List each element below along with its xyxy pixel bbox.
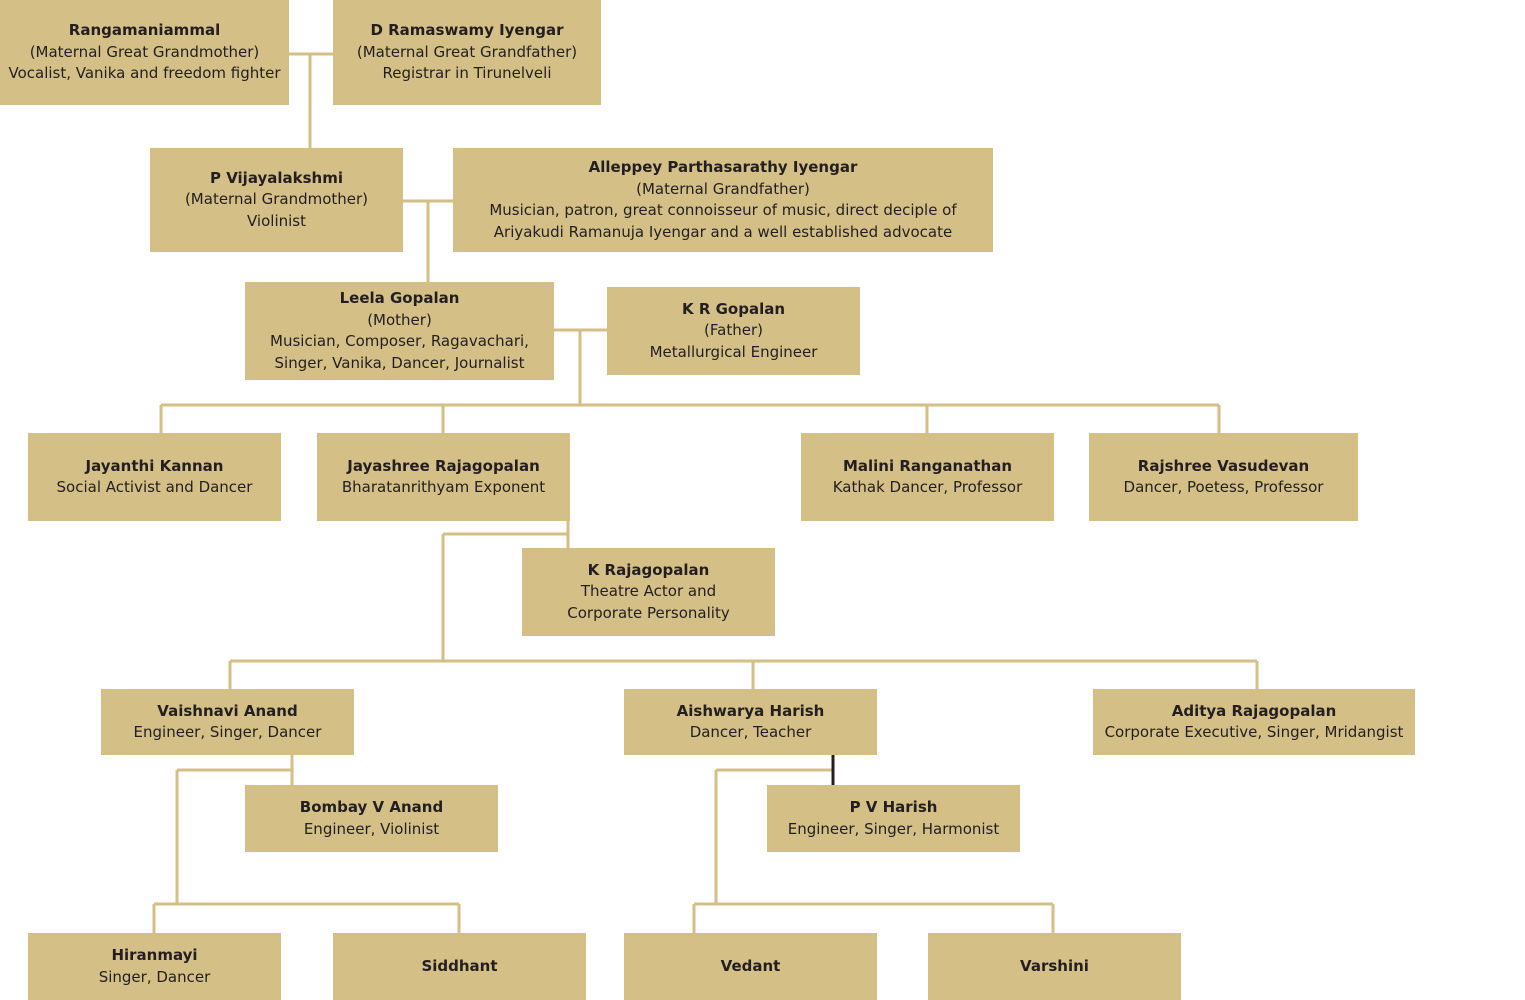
person-detail: Engineer, Singer, Harmonist xyxy=(787,819,1000,838)
person-pv-harish: P V Harish Engineer, Singer, Harmonist xyxy=(767,785,1020,852)
person-name: D Ramaswamy Iyengar xyxy=(370,21,564,40)
person-detail: Dancer, Poetess, Professor xyxy=(1123,478,1324,496)
person-detail: (Maternal Great Grandfather) xyxy=(356,42,578,61)
person-name: Varshini xyxy=(1020,956,1089,975)
person-jayashree-rajagopalan: Jayashree Rajagopalan Bharatanrithyam Ex… xyxy=(317,433,570,521)
person-name: K Rajagopalan xyxy=(587,560,710,579)
person-name: Aditya Rajagopalan xyxy=(1171,701,1337,720)
person-name: Leela Gopalan xyxy=(339,289,460,307)
person-malini-ranganathan: Malini Ranganathan Kathak Dancer, Profes… xyxy=(801,433,1054,521)
person-vaishnavi-anand: Vaishnavi Anand Engineer, Singer, Dancer xyxy=(101,689,354,755)
person-name: Rangamaniammal xyxy=(68,21,221,40)
person-bombay-v-anand: Bombay V Anand Engineer, Violinist xyxy=(245,785,498,852)
person-detail: Singer, Dancer xyxy=(98,967,211,986)
person-name: Aishwarya Harish xyxy=(676,701,825,720)
person-detail: Theatre Actor and xyxy=(580,582,717,601)
person-name: Malini Ranganathan xyxy=(842,456,1013,475)
person-detail: Vocalist, Vanika and freedom fighter xyxy=(8,64,281,83)
person-parthasarathy-iyengar: Alleppey Parthasarathy Iyengar (Maternal… xyxy=(453,148,993,252)
person-detail: Engineer, Violinist xyxy=(303,819,440,838)
person-name: Siddhant xyxy=(421,956,498,975)
person-detail: (Maternal Grandmother) xyxy=(184,190,369,209)
person-detail: Ariyakudi Ramanuja Iyengar and a well es… xyxy=(493,222,953,241)
person-detail: Registrar in Tirunelveli xyxy=(382,64,552,83)
person-detail: Corporate Personality xyxy=(567,603,730,622)
person-kr-gopalan: K R Gopalan (Father) Metallurgical Engin… xyxy=(607,287,860,375)
person-name: Alleppey Parthasarathy Iyengar xyxy=(588,158,858,176)
person-ramaswamy-iyengar: D Ramaswamy Iyengar (Maternal Great Gran… xyxy=(333,0,601,105)
person-vijayalakshmi: P Vijayalakshmi (Maternal Grandmother) V… xyxy=(150,148,403,252)
person-name: Bombay V Anand xyxy=(299,798,444,816)
person-aishwarya-harish: Aishwarya Harish Dancer, Teacher xyxy=(624,689,877,755)
person-detail: Musician, patron, great connoisseur of m… xyxy=(489,201,957,219)
person-name: Vaishnavi Anand xyxy=(157,701,298,720)
person-siddhant: Siddhant xyxy=(333,933,586,1000)
person-detail: Violinist xyxy=(247,211,306,230)
person-varshini: Varshini xyxy=(928,933,1181,1000)
person-name: Jayanthi Kannan xyxy=(85,456,224,475)
person-name: K R Gopalan xyxy=(681,299,786,318)
person-detail: (Maternal Great Grandmother) xyxy=(29,42,260,61)
person-jayanthi-kannan: Jayanthi Kannan Social Activist and Danc… xyxy=(28,433,281,521)
person-name: Rajshree Vasudevan xyxy=(1137,456,1310,475)
person-detail: Metallurgical Engineer xyxy=(649,342,818,361)
person-detail: Social Activist and Dancer xyxy=(56,478,253,496)
person-k-rajagopalan: K Rajagopalan Theatre Actor and Corporat… xyxy=(522,548,775,636)
person-detail: Bharatanrithyam Exponent xyxy=(341,478,546,496)
person-aditya-rajagopalan: Aditya Rajagopalan Corporate Executive, … xyxy=(1093,689,1415,755)
person-detail: (Maternal Grandfather) xyxy=(636,179,810,198)
person-detail: Kathak Dancer, Professor xyxy=(832,478,1023,496)
person-detail: Corporate Executive, Singer, Mridangist xyxy=(1104,723,1404,741)
person-vedant: Vedant xyxy=(624,933,877,1000)
person-name: Vedant xyxy=(720,956,781,975)
person-rangamaniammal: Rangamaniammal (Maternal Great Grandmoth… xyxy=(0,0,289,105)
person-detail: Singer, Vanika, Dancer, Journalist xyxy=(274,353,525,372)
person-detail: (Father) xyxy=(704,321,763,340)
person-name: P V Harish xyxy=(849,798,938,816)
person-rajshree-vasudevan: Rajshree Vasudevan Dancer, Poetess, Prof… xyxy=(1089,433,1358,521)
person-name: Hiranmayi xyxy=(111,946,198,964)
person-leela-gopalan: Leela Gopalan (Mother) Musician, Compose… xyxy=(245,282,554,380)
person-detail: Engineer, Singer, Dancer xyxy=(133,723,322,741)
person-name: Jayashree Rajagopalan xyxy=(347,456,540,475)
person-detail: Dancer, Teacher xyxy=(689,723,812,741)
person-hiranmayi: Hiranmayi Singer, Dancer xyxy=(28,933,281,1000)
person-name: P Vijayalakshmi xyxy=(209,168,344,187)
person-detail: Musician, Composer, Ragavachari, xyxy=(270,332,529,350)
person-detail: (Mother) xyxy=(367,310,432,329)
